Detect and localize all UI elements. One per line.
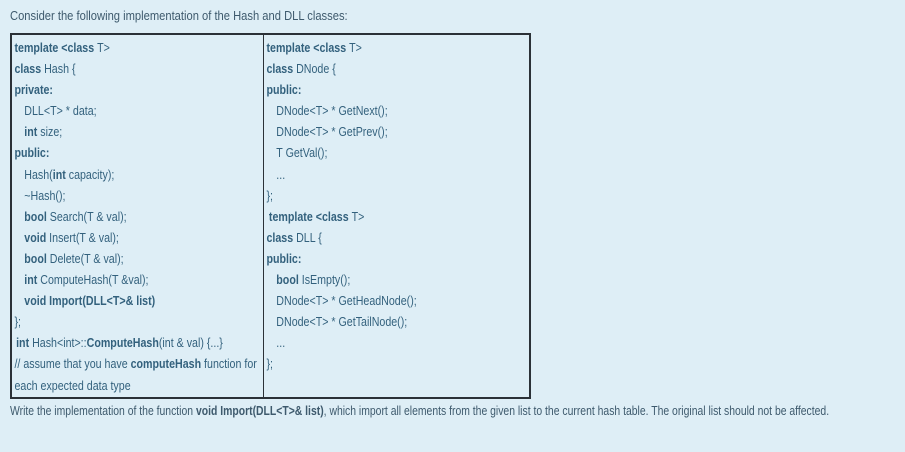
code-text: , which import all elements from the giv…	[323, 403, 830, 418]
code-keyword: public:	[266, 250, 302, 266]
code-keyword: computeHash	[130, 356, 202, 372]
code-text: // assume that you have	[14, 356, 131, 372]
code-text: T>	[351, 208, 365, 224]
code-text: function for	[201, 356, 257, 372]
code-line: template <class T>	[12, 37, 260, 58]
code-line: int Hash<int>::ComputeHash(int & val) {.…	[12, 332, 262, 353]
code-text: size;	[40, 124, 63, 140]
code-keyword: template <class	[268, 208, 352, 224]
code-keyword: void Import(DLL<T>& list)	[195, 403, 324, 418]
code-line: void Import(DLL<T>& list)	[12, 290, 263, 311]
code-text: DLL<T> * data;	[24, 103, 97, 119]
code-line: each expected data type	[12, 375, 260, 396]
code-keyword: class	[14, 61, 45, 77]
code-text: };	[266, 187, 273, 203]
code-keyword: bool	[276, 272, 302, 288]
code-text: Hash {	[44, 61, 76, 77]
code-line: Hash(int capacity);	[12, 164, 263, 185]
code-text: };	[14, 314, 21, 330]
code-column-hash-class: template <class T>class Hash {private:DL…	[12, 35, 264, 397]
code-line: public:	[264, 79, 512, 100]
code-text: Delete(T & val);	[49, 250, 124, 266]
code-keyword: class	[266, 61, 297, 77]
code-line: bool Delete(T & val);	[12, 248, 263, 269]
code-line: T GetVal();	[264, 142, 522, 163]
code-text: ComputeHash(T &val);	[40, 272, 149, 288]
code-text: DNode<T> * GetTailNode();	[276, 314, 408, 330]
code-keyword: int	[24, 272, 41, 288]
code-text: Hash(	[24, 166, 53, 182]
code-keyword: public:	[266, 82, 302, 98]
code-line: };	[12, 311, 260, 332]
code-keyword: public:	[14, 145, 50, 161]
code-text: ...	[276, 335, 286, 351]
code-text: ...	[276, 166, 286, 182]
code-keyword: template <class	[266, 40, 350, 55]
code-text: Hash<int>::	[32, 335, 87, 351]
code-line: int ComputeHash(T &val);	[12, 269, 263, 290]
code-text: Write the implementation of the function	[10, 403, 196, 418]
code-line: // assume that you have computeHash func…	[12, 353, 260, 374]
code-keyword: bool	[24, 208, 50, 224]
code-text: IsEmpty();	[301, 272, 351, 288]
code-line: int size;	[12, 121, 263, 142]
code-text: DNode<T> * GetHeadNode();	[276, 293, 417, 309]
code-text: T GetVal();	[276, 145, 328, 161]
code-keyword: void	[24, 229, 50, 245]
code-table: template <class T>class Hash {private:DL…	[10, 33, 531, 399]
code-keyword: ComputeHash	[86, 335, 159, 351]
code-line: private:	[12, 79, 260, 100]
code-text: DNode<T> * GetNext();	[276, 103, 388, 119]
code-text: (int & val) {...}	[158, 335, 223, 351]
code-line: ...	[264, 332, 522, 353]
code-line: DNode<T> * GetNext();	[264, 100, 522, 121]
code-keyword: template <class	[14, 40, 98, 55]
code-line: };	[264, 353, 512, 374]
code-text: };	[266, 356, 273, 372]
code-column-dnode-dll-classes: template <class T>class DNode {public:DN…	[264, 35, 529, 397]
code-line: void Insert(T & val);	[12, 227, 263, 248]
code-text: capacity);	[65, 166, 115, 182]
code-text: each expected data type	[14, 377, 131, 393]
code-text: Search(T & val);	[49, 208, 127, 224]
code-line: ...	[264, 164, 522, 185]
code-line: bool Search(T & val);	[12, 206, 263, 227]
code-line: public:	[264, 248, 512, 269]
code-text: DNode<T> * GetPrev();	[276, 124, 388, 140]
code-line: bool IsEmpty();	[264, 269, 522, 290]
code-line: class DLL {	[264, 227, 512, 248]
code-line: class DNode {	[264, 58, 512, 79]
code-text: T>	[97, 40, 110, 55]
code-line: DNode<T> * GetTailNode();	[264, 311, 522, 332]
code-text: ~Hash();	[24, 187, 66, 203]
code-line: template <class T>	[264, 37, 512, 58]
code-text: Insert(T & val);	[49, 229, 119, 245]
code-line: public:	[12, 142, 260, 163]
code-line: };	[264, 185, 512, 206]
code-text: DLL {	[296, 229, 322, 245]
task-instruction-text: Write the implementation of the function…	[10, 403, 882, 418]
code-text: DNode {	[296, 61, 336, 77]
code-line: DNode<T> * GetHeadNode();	[264, 290, 522, 311]
code-keyword: void Import(DLL<T>& list)	[24, 293, 156, 309]
code-keyword: class	[266, 229, 297, 245]
code-line: class Hash {	[12, 58, 260, 79]
code-keyword: int	[16, 335, 33, 351]
code-text: T>	[349, 40, 362, 55]
code-keyword: bool	[24, 250, 50, 266]
code-line: DLL<T> * data;	[12, 100, 263, 121]
code-line: template <class T>	[264, 206, 515, 227]
code-line: ~Hash();	[12, 185, 263, 206]
question-intro-text: Consider the following implementation of…	[10, 8, 348, 23]
code-line: DNode<T> * GetPrev();	[264, 121, 522, 142]
code-keyword: int	[52, 166, 66, 182]
code-keyword: private:	[14, 82, 53, 98]
code-keyword: int	[24, 124, 41, 140]
